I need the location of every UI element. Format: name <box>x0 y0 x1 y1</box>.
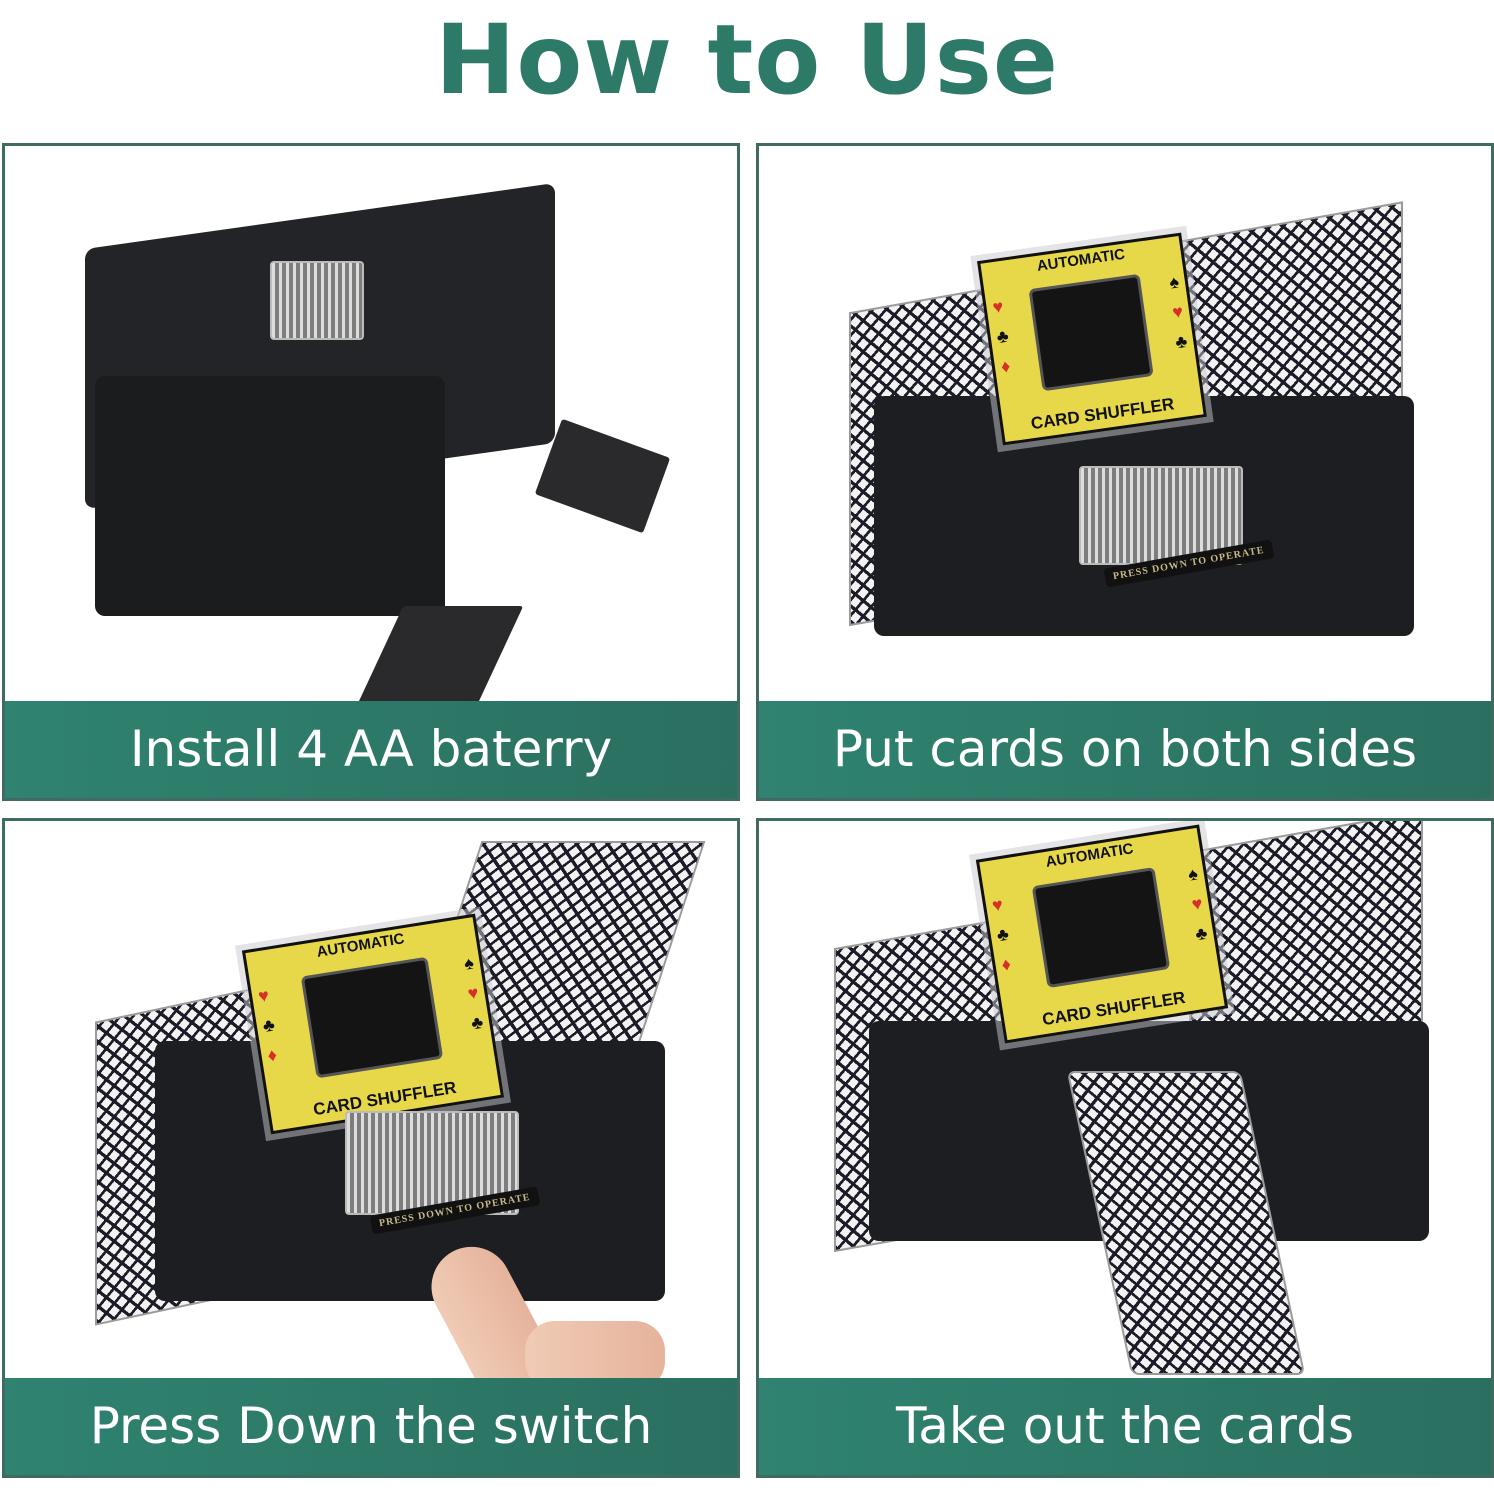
step-2-caption: Put cards on both sides <box>759 701 1491 798</box>
heart-icon: ♥ <box>466 982 480 1004</box>
plate-top-text: AUTOMATIC <box>315 930 406 961</box>
heart-icon: ♥ <box>990 894 1005 916</box>
spade-icon: ♠ <box>462 952 476 974</box>
plate-top-text: AUTOMATIC <box>1035 245 1126 275</box>
diamond-icon: ♦ <box>999 355 1012 377</box>
club-icon: ♣ <box>995 923 1011 946</box>
step-3-caption: Press Down the switch <box>5 1378 737 1475</box>
heart-icon: ♥ <box>1190 893 1204 915</box>
take-out-cards-image: AUTOMATIC CARD SHUFFLER ♥ ♣ ♦ ♠ ♥ ♣ <box>759 821 1491 1375</box>
press-switch-image: AUTOMATIC CARD SHUFFLER ♥ ♣ ♦ ♠ ♥ ♣ PRES… <box>5 821 737 1430</box>
shuffler-loaded-image: AUTOMATIC CARD SHUFFLER ♥ ♣ ♦ ♠ ♥ ♣ PRES… <box>759 146 1491 698</box>
step-3-panel: AUTOMATIC CARD SHUFFLER ♥ ♣ ♦ ♠ ♥ ♣ PRES… <box>2 818 740 1478</box>
plate-window <box>300 957 444 1079</box>
diamond-icon: ♦ <box>1000 953 1013 975</box>
battery-cover-2 <box>356 606 524 706</box>
heart-icon: ♥ <box>991 296 1005 318</box>
step-1-panel: Install 4 AA baterry <box>2 143 740 801</box>
spade-icon: ♠ <box>1186 863 1200 885</box>
automatic-card-shuffler-plate: AUTOMATIC CARD SHUFFLER ♥ ♣ ♦ ♠ ♥ ♣ <box>241 913 505 1135</box>
battery-cover <box>534 418 671 534</box>
automatic-card-shuffler-plate: AUTOMATIC CARD SHUFFLER ♥ ♣ ♦ ♠ ♥ ♣ <box>975 824 1229 1044</box>
diamond-icon: ♦ <box>266 1044 279 1066</box>
club-icon: ♣ <box>1174 330 1189 353</box>
automatic-card-shuffler-plate: AUTOMATIC CARD SHUFFLER ♥ ♣ ♦ ♠ ♥ ♣ <box>977 232 1207 446</box>
page-title: How to Use <box>435 4 1059 116</box>
step-1-caption: Install 4 AA baterry <box>5 701 737 798</box>
step-2-panel: AUTOMATIC CARD SHUFFLER ♥ ♣ ♦ ♠ ♥ ♣ PRES… <box>756 143 1494 801</box>
club-icon: ♣ <box>261 1014 277 1037</box>
club-icon: ♣ <box>995 325 1010 348</box>
plate-window <box>1028 274 1154 392</box>
step-4-panel: AUTOMATIC CARD SHUFFLER ♥ ♣ ♦ ♠ ♥ ♣ Take… <box>756 818 1494 1478</box>
switch-lever <box>270 261 364 340</box>
shuffler-side <box>95 376 445 616</box>
heart-icon: ♥ <box>256 985 271 1007</box>
club-icon: ♣ <box>469 1011 485 1034</box>
step-4-caption: Take out the cards <box>759 1378 1491 1475</box>
club-icon: ♣ <box>1193 922 1209 945</box>
plate-top-text: AUTOMATIC <box>1044 840 1135 871</box>
spade-icon: ♠ <box>1167 271 1181 293</box>
plate-window <box>1032 867 1170 989</box>
shuffler-battery-image <box>5 146 737 706</box>
heart-icon: ♥ <box>1171 301 1185 323</box>
